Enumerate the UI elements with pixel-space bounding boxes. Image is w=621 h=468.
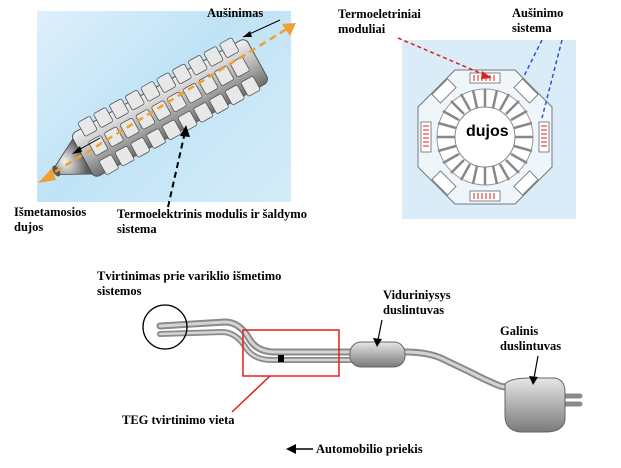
exhaust-gas-label: Išmetamosios dujos xyxy=(14,205,87,234)
teg-highlight-box xyxy=(242,329,340,377)
gas-label: dujos xyxy=(466,123,509,140)
mount-circle xyxy=(142,304,188,350)
middle-muffler-label: Viduriniysys duslintuvas xyxy=(383,288,451,317)
car-front-label: Automobilio priekis xyxy=(316,442,423,456)
teg-cylinder xyxy=(52,37,268,177)
teg-mount-label: TEG tvirtinimo vieta xyxy=(122,413,235,427)
teg-cross-section xyxy=(397,37,576,219)
rear-muffler xyxy=(504,377,566,433)
engine-mount-label: Tvirtinimas prie variklio išmetimo siste… xyxy=(97,269,282,298)
rear-muffler-label: Galinis duslintuvas xyxy=(500,324,562,353)
front-arrow-icon xyxy=(286,444,296,454)
modules-label: Termoeletriniai moduliai xyxy=(338,7,421,36)
cooling-system-label: Aušinimo sistema xyxy=(512,6,564,35)
module-label: Termoelektrinis modulis ir šaldymo siste… xyxy=(117,207,307,236)
teg-marker xyxy=(278,355,284,362)
cooling-label: Aušinimas xyxy=(207,6,264,20)
